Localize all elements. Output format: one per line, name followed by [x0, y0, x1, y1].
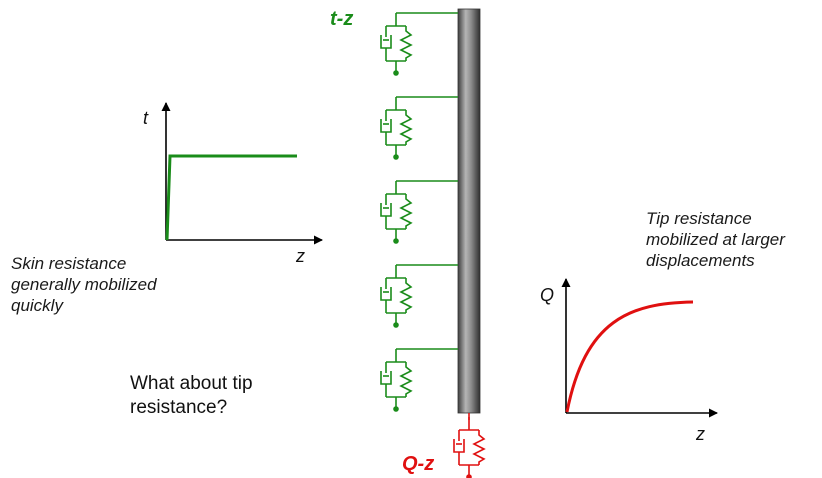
q-z-graph-y-label: Q: [540, 285, 555, 305]
t-z-spring-group: [380, 12, 458, 412]
t-z-spring: [380, 265, 413, 328]
q-z-graph: [561, 278, 718, 418]
t-z-spring: [380, 349, 413, 412]
tip-resistance-note: Tip resistance mobilized at larger displ…: [646, 208, 785, 271]
t-z-spring: [380, 97, 413, 160]
skin-resistance-note-line: quickly: [11, 296, 63, 315]
tip-resistance-note-line: mobilized at larger: [646, 230, 785, 249]
t-z-graph: [161, 102, 323, 245]
pile: [457, 8, 481, 414]
skin-resistance-note: Skin resistance generally mobilized quic…: [11, 253, 157, 316]
skin-resistance-note-line: generally mobilized: [11, 275, 157, 294]
tip-resistance-note-line: Tip resistance: [646, 209, 752, 228]
t-z-graph-x-label: z: [296, 246, 305, 266]
tip-resistance-question-line: What about tip: [130, 373, 253, 394]
q-z-graph-x-label: z: [696, 424, 705, 444]
tip-resistance-note-line: displacements: [646, 251, 755, 270]
q-z-label: Q-z: [402, 453, 435, 475]
tip-resistance-question-line: resistance?: [130, 397, 228, 418]
skin-resistance-note-line: Skin resistance: [11, 254, 127, 273]
tip-resistance-question: What about tip resistance?: [130, 372, 253, 420]
t-z-label: t-z: [330, 8, 354, 30]
t-z-curve: [165, 154, 297, 241]
t-z-spring: [380, 13, 413, 76]
q-z-curve: [565, 300, 694, 413]
t-z-graph-y-label: t: [143, 108, 149, 128]
q-z-spring-group: [453, 413, 486, 478]
t-z-spring: [380, 181, 413, 244]
q-z-spring: [453, 417, 486, 478]
